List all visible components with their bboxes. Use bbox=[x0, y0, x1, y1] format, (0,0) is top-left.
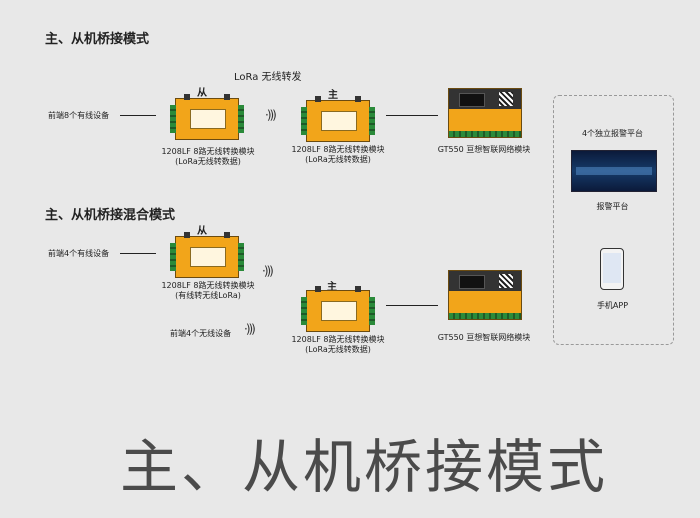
alarm-platform-group bbox=[553, 95, 674, 345]
section1-slave-caption-1: 1208LF 8路无线转换模块 bbox=[161, 147, 255, 156]
section2-gt550-caption: GT550 亘想智联网络模块 bbox=[437, 333, 531, 342]
section1-link-to-gt550 bbox=[386, 115, 438, 116]
section2-slave-caption-2: (有线转无线LoRa) bbox=[175, 291, 241, 300]
alarm-platform-label: 报警平台 bbox=[596, 202, 629, 211]
section2-link-to-gt550 bbox=[386, 305, 438, 306]
section2-master-caption-1: 1208LF 8路无线转换模块 bbox=[291, 335, 385, 344]
smartphone-icon bbox=[600, 248, 624, 290]
section2-master-device bbox=[301, 286, 375, 332]
section2-gt550-device bbox=[448, 270, 522, 320]
section2-master-caption-2: (LoRa无线转数据) bbox=[305, 345, 371, 354]
big-title: 主、从机桥接模式 bbox=[120, 433, 609, 501]
alarm-count-label: 4个独立报警平台 bbox=[581, 129, 644, 138]
section1-master-caption-1: 1208LF 8路无线转换模块 bbox=[291, 145, 385, 154]
wireless-wave-icon: ·))) bbox=[262, 264, 274, 278]
section1-master-device bbox=[301, 96, 375, 142]
section1-title: 主、从机桥接模式 bbox=[45, 32, 150, 47]
section1-slave-tag: 从 bbox=[197, 88, 207, 99]
section2-slave-caption-1: 1208LF 8路无线转换模块 bbox=[161, 281, 255, 290]
section2-master-tag: 主 bbox=[327, 282, 337, 293]
section1-gt550-caption: GT550 亘想智联网络模块 bbox=[437, 145, 531, 154]
section2-title: 主、从机桥接混合模式 bbox=[45, 208, 176, 223]
section2-left-label-wired: 前端4个有线设备 bbox=[48, 249, 110, 258]
section2-left-label-wireless: 前端4个无线设备 bbox=[170, 329, 232, 338]
section1-gt550-device bbox=[448, 88, 522, 138]
section2-slave-tag: 从 bbox=[197, 226, 207, 237]
mobile-app-label: 手机APP bbox=[596, 301, 629, 310]
section1-wire-left bbox=[120, 115, 156, 116]
wireless-wave-icon: ·))) bbox=[244, 322, 256, 336]
wireless-wave-icon: ·))) bbox=[265, 108, 277, 122]
section2-wire-left bbox=[120, 253, 156, 254]
alarm-platform-image bbox=[571, 150, 657, 192]
section1-master-tag: 主 bbox=[328, 90, 338, 101]
section1-slave-device bbox=[170, 94, 244, 140]
lora-forward-label: LoRa 无线转发 bbox=[234, 72, 302, 83]
section1-slave-caption-2: (LoRa无线转数据) bbox=[175, 157, 241, 166]
section2-slave-device bbox=[170, 232, 244, 278]
section1-master-caption-2: (LoRa无线转数据) bbox=[305, 155, 371, 164]
section1-left-label: 前端8个有线设备 bbox=[48, 111, 110, 120]
